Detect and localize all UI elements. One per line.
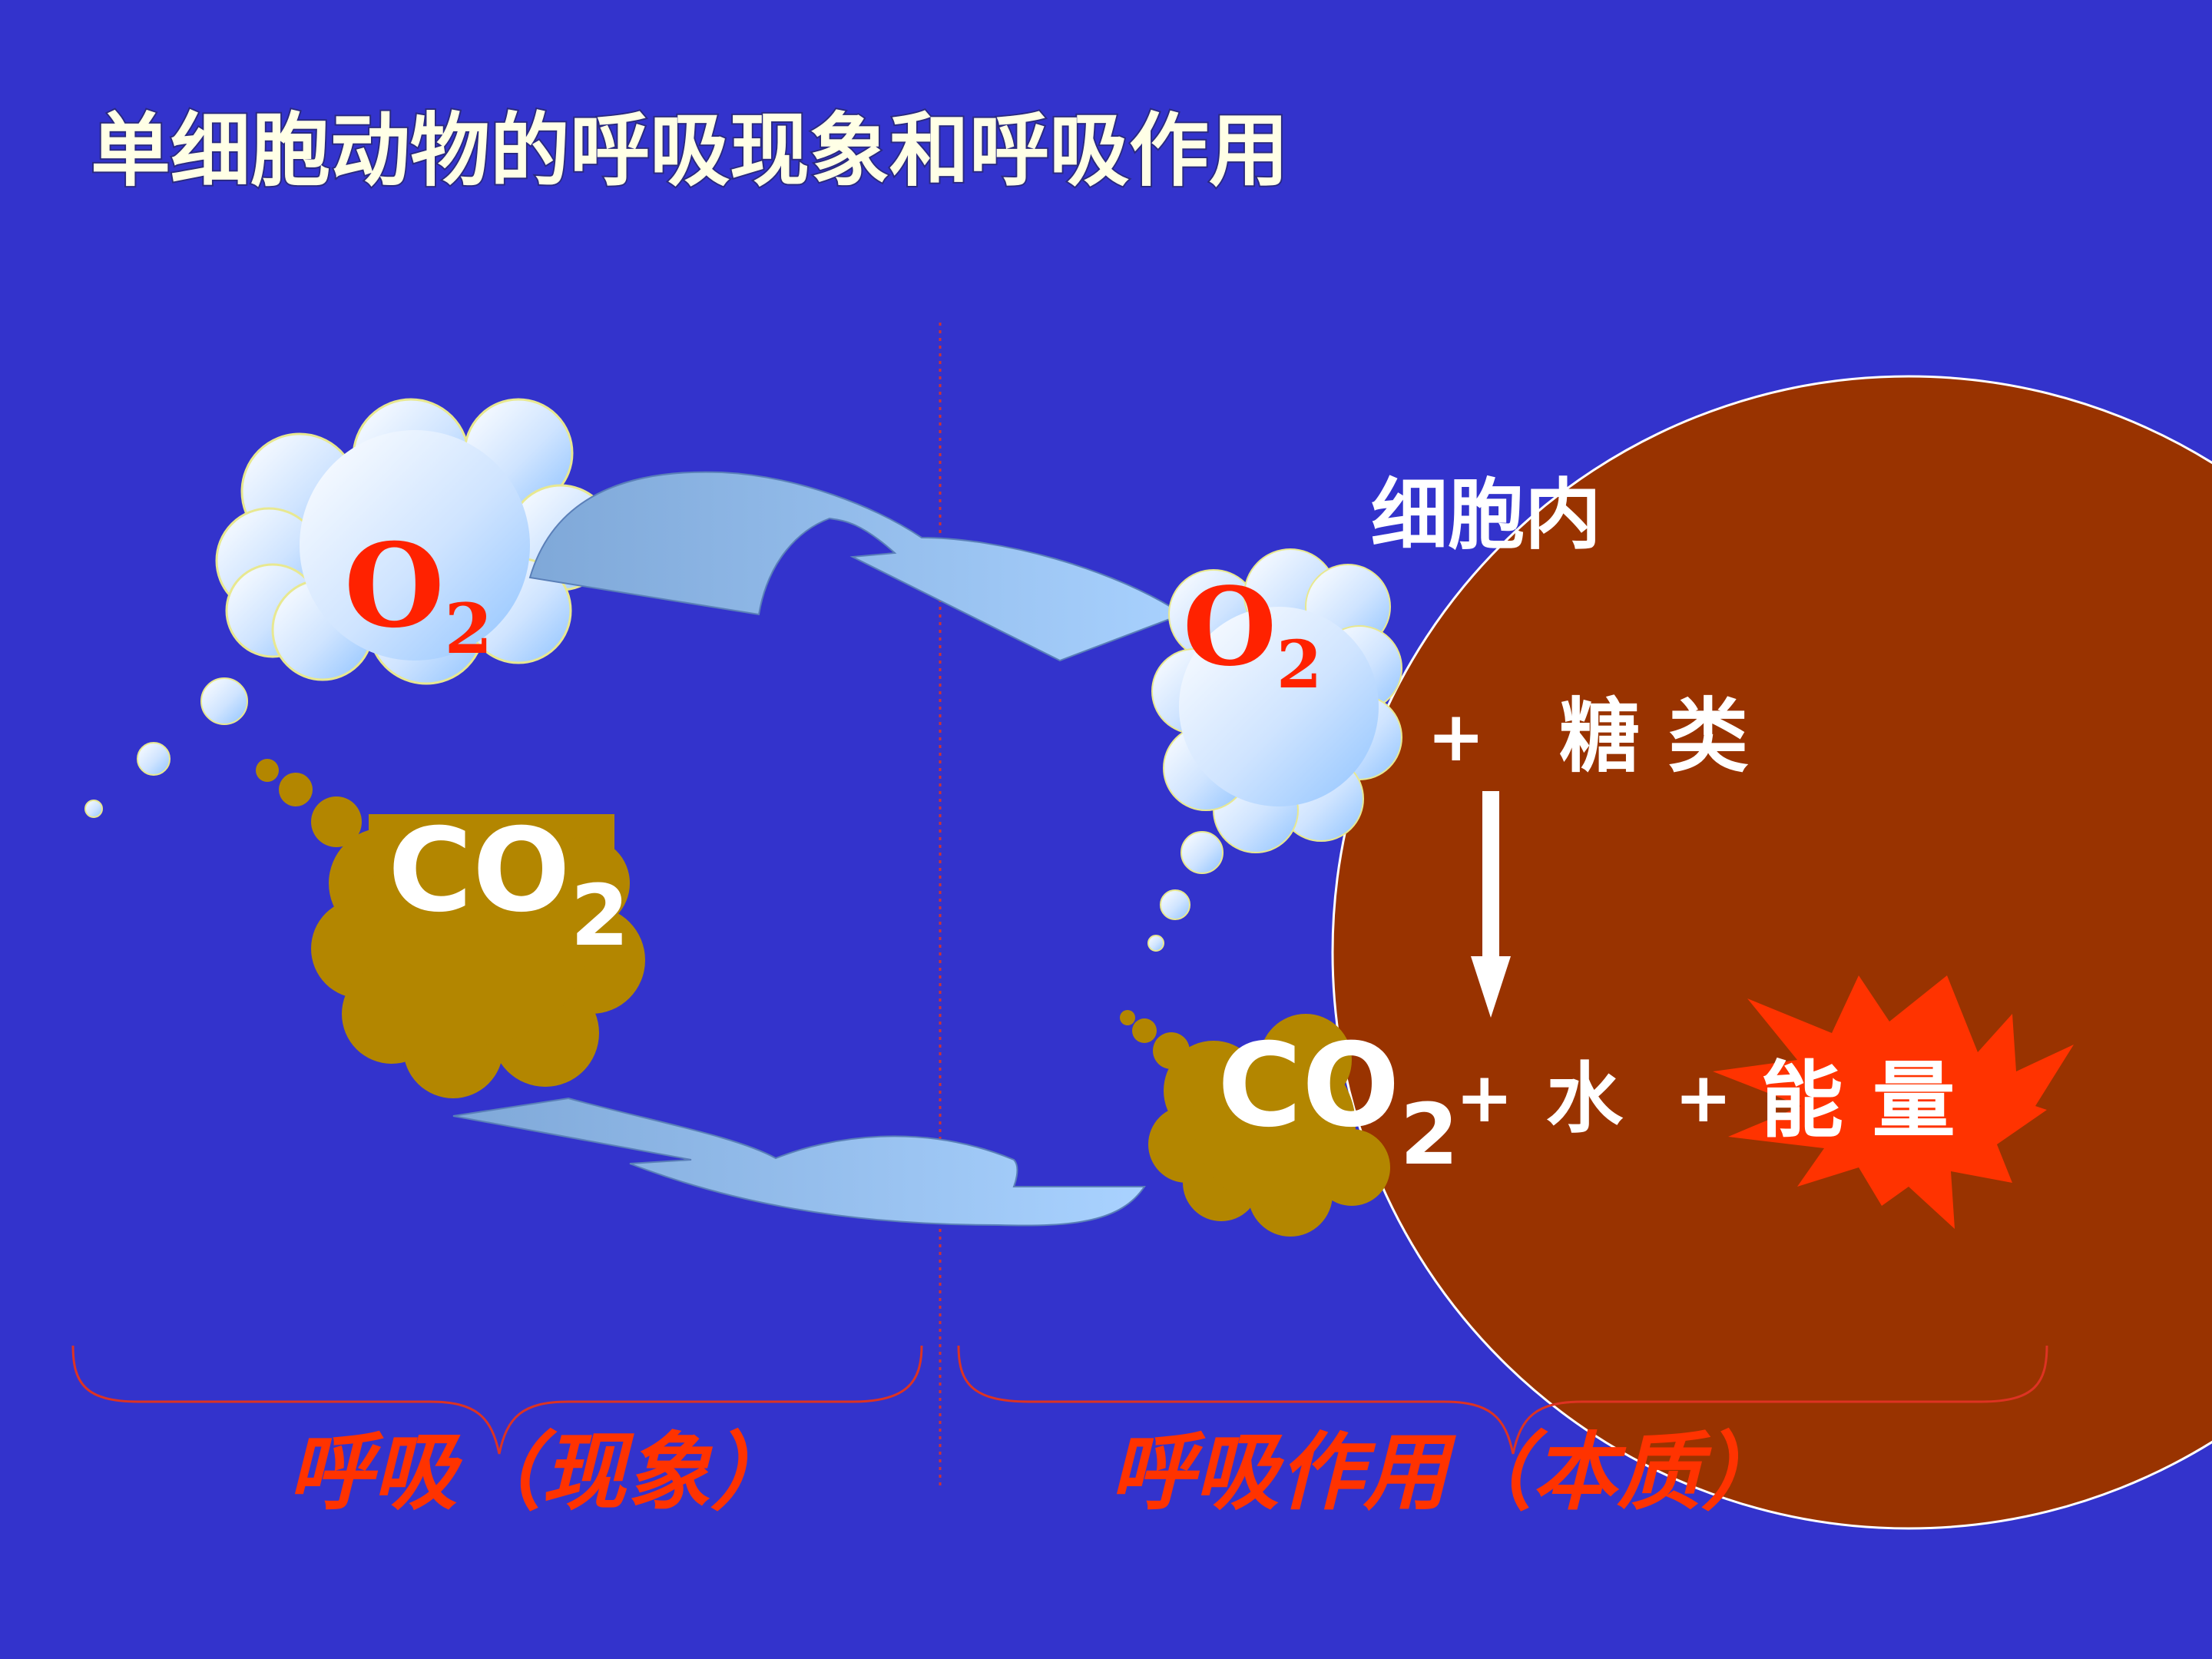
energy-burst-star	[1713, 975, 2074, 1229]
plus-sign-2: +	[1455, 1058, 1513, 1138]
left-brace	[71, 1345, 923, 1455]
left-co2-cloud	[256, 759, 645, 1098]
right-thought-bubbles	[1147, 831, 1224, 952]
reaction-arrow	[1471, 791, 1511, 1018]
cell-interior-label: 细胞内	[1371, 470, 1601, 560]
left-o2-label: O2	[344, 518, 492, 670]
water-label: 水	[1546, 1054, 1624, 1144]
plus-sign-1: +	[1427, 697, 1485, 777]
page-title: 单细胞动物的呼吸现象和呼吸作用	[91, 104, 1289, 197]
right-o2-cloud	[1151, 548, 1402, 853]
co2-outflow-arrow	[452, 1097, 1146, 1227]
right-co2-label: CO2	[1217, 1019, 1459, 1184]
cell-circle	[1331, 375, 2212, 1530]
plus-sign-3: +	[1674, 1058, 1732, 1138]
energy-label: 能 量	[1760, 1053, 1955, 1149]
left-co2-label: CO2	[388, 804, 629, 965]
left-bottom-label: 呼吸（现象）	[288, 1423, 795, 1522]
o2-inflow-arrow	[528, 471, 1203, 662]
left-thought-bubbles	[84, 677, 248, 818]
right-bottom-label: 呼吸作用（本质）	[1110, 1423, 1786, 1522]
right-co2-cloud	[1120, 1010, 1390, 1237]
right-brace	[957, 1345, 2048, 1455]
right-o2-label: O2	[1183, 565, 1322, 704]
sugar-label: 糖 类	[1559, 690, 1749, 783]
